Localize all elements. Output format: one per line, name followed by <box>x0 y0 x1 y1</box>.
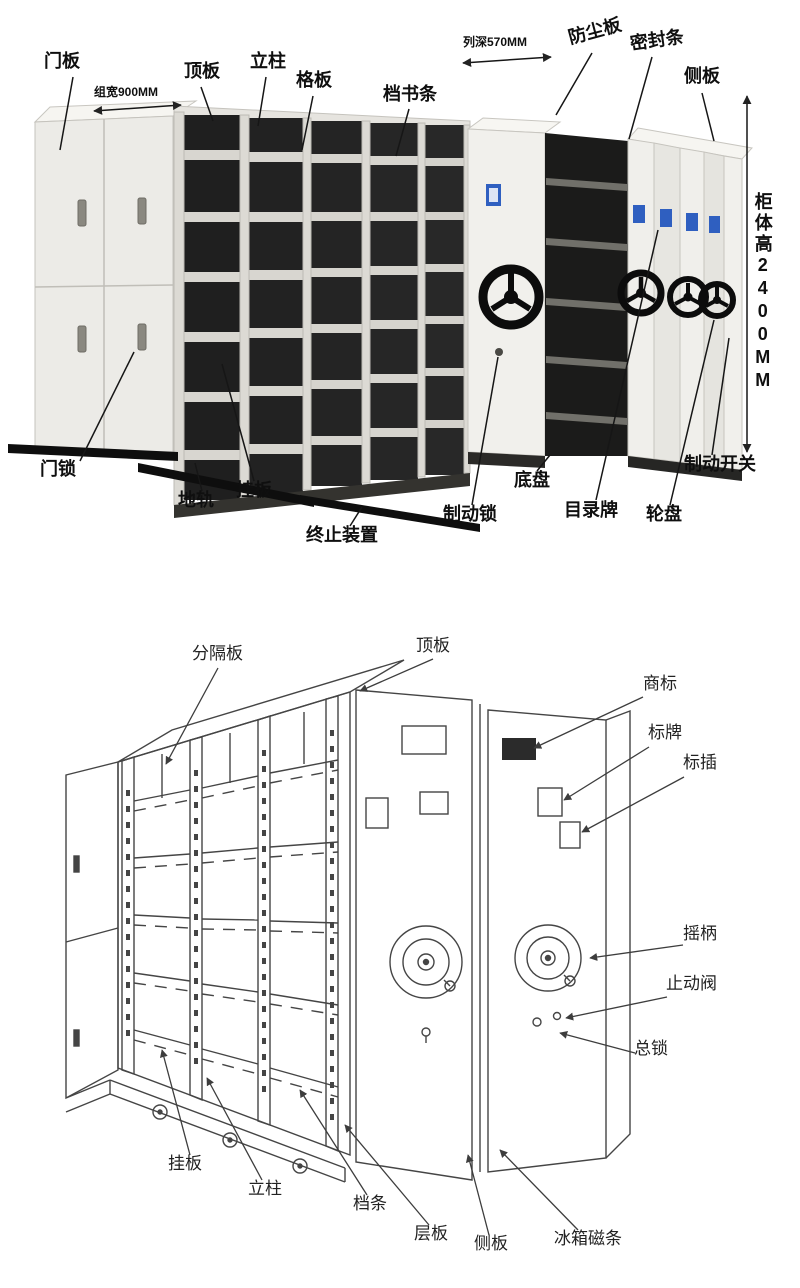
label-book-strip: 档书条 <box>383 84 437 104</box>
label-hanging-plate-2: 挂板 <box>168 1154 202 1173</box>
wf-stop-valve <box>552 1011 562 1021</box>
handwheel <box>617 269 665 317</box>
rack-bay <box>249 118 303 493</box>
wf-crank-handle <box>514 924 582 992</box>
wf-base <box>65 1079 346 1183</box>
label-column-depth: 列深570MM <box>463 35 528 49</box>
label-top-panel: 顶板 <box>184 61 220 81</box>
wf-shelves <box>133 759 339 1098</box>
label-trademark: 商标 <box>643 674 677 693</box>
handwheel-large <box>478 264 544 330</box>
wf-wheel <box>222 1132 238 1148</box>
rack-bay <box>311 121 362 486</box>
label-fridge-magnetic-strip: 冰箱磁条 <box>554 1229 622 1248</box>
label-hanging-plate: 挂板 <box>236 480 272 500</box>
catalog-card-tag <box>633 205 645 223</box>
door-lock-handle <box>137 197 147 225</box>
label-shelf-board: 格板 <box>296 70 332 90</box>
wf-column <box>121 756 135 1075</box>
label-stop-device: 终止装置 <box>306 525 378 545</box>
handwheel <box>667 276 709 318</box>
photo-door-cabinet <box>33 100 198 453</box>
rack-column <box>417 122 426 478</box>
label-chassis: 底盘 <box>514 470 550 490</box>
rack-column <box>302 117 312 491</box>
label-brake-switch: 制动开关 <box>684 454 756 474</box>
leader-lines-bottom <box>159 658 685 1236</box>
photo-aisle-shelves <box>545 133 628 456</box>
label-side-panel-2: 侧板 <box>474 1234 508 1253</box>
catalog-card-tag <box>660 209 672 227</box>
rack-bay <box>425 125 464 475</box>
wf-master-lock <box>532 1017 542 1027</box>
door-lock-handle <box>77 325 87 353</box>
label-column-2: 立柱 <box>248 1179 282 1198</box>
wf-panel-1 <box>355 689 473 1181</box>
wf-column <box>189 736 203 1102</box>
rack-bay <box>184 115 240 500</box>
label-side-panel: 侧板 <box>684 66 720 86</box>
photo-mobile-shelving <box>8 52 753 532</box>
handwheel <box>698 281 736 319</box>
label-nameplate: 标牌 <box>648 723 682 742</box>
wf-rack <box>117 691 351 1157</box>
label-door-lock: 门锁 <box>40 459 76 479</box>
rack-base-shadow <box>174 473 470 518</box>
catalog-card-tag <box>709 216 720 233</box>
label-column: 立柱 <box>250 51 286 71</box>
photo-open-racks <box>173 105 471 518</box>
label-crank-handle: 摇柄 <box>683 924 717 943</box>
door-lock-handle <box>77 199 87 227</box>
wf-panel-2 <box>479 704 631 1173</box>
label-file-strip: 档条 <box>353 1194 387 1213</box>
chassis-base <box>468 452 545 468</box>
leader-lines-top <box>59 52 752 527</box>
rack-column <box>361 120 371 484</box>
label-floor-rail: 地轨 <box>178 490 214 510</box>
wf-column <box>257 715 271 1126</box>
wireframe-mobile-shelving <box>65 658 685 1236</box>
label-catalog-card: 目录牌 <box>564 500 618 520</box>
catalog-card-tag <box>686 213 698 231</box>
wf-column <box>325 695 339 1153</box>
label-divider-plate: 分隔板 <box>192 644 243 663</box>
wf-keyhole <box>421 1027 431 1037</box>
label-group-width: 组宽900MM <box>94 85 159 99</box>
label-master-lock: 总锁 <box>634 1039 668 1058</box>
rack-bay <box>370 123 418 480</box>
label-door-panel: 门板 <box>44 51 80 71</box>
rack-column <box>173 111 185 506</box>
door-lock-handle <box>137 323 147 351</box>
photo-center-unit <box>466 117 562 468</box>
label-cabinet-height: 柜体高2400MM <box>752 192 773 393</box>
label-brake-lock: 制动锁 <box>443 504 497 524</box>
wf-left-cabinet <box>65 761 119 1100</box>
wf-top-plane <box>117 659 405 763</box>
wf-wheel <box>292 1158 308 1174</box>
label-label-insert: 标插 <box>683 753 717 772</box>
label-top-panel-2: 顶板 <box>416 636 450 655</box>
label-shelf: 层板 <box>414 1224 448 1243</box>
photo-floor-rails <box>8 444 480 532</box>
wf-wheel <box>152 1104 168 1120</box>
wf-crank-handle <box>389 925 463 999</box>
label-stop-valve: 止动阀 <box>666 974 717 993</box>
rack-column <box>239 114 250 499</box>
chassis-base <box>628 456 742 481</box>
brake-keyhole <box>495 348 503 356</box>
label-handwheel: 轮盘 <box>646 504 682 524</box>
